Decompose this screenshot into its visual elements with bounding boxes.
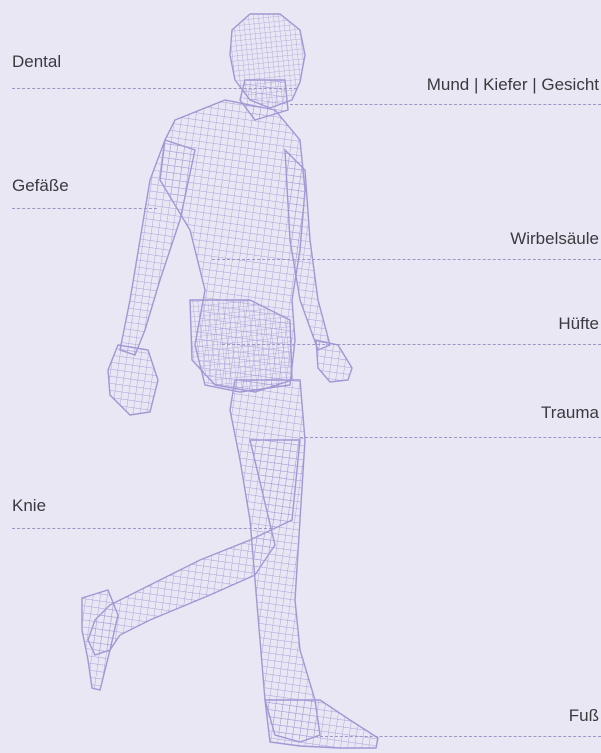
leader-line-gefaesse bbox=[12, 208, 157, 209]
back-foot bbox=[82, 590, 118, 690]
front-hand bbox=[316, 340, 352, 382]
leader-line-fuss bbox=[315, 736, 601, 737]
label-huefte: Hüfte bbox=[558, 314, 599, 334]
leader-line-trauma bbox=[300, 437, 601, 438]
back-arm bbox=[120, 140, 195, 355]
label-fuss: Fuß bbox=[569, 706, 599, 726]
label-knie: Knie bbox=[12, 496, 46, 516]
leader-line-wirbelsaeule bbox=[212, 259, 601, 260]
front-foot bbox=[265, 700, 378, 748]
label-gefaesse: Gefäße bbox=[12, 176, 69, 196]
label-dental: Dental bbox=[12, 52, 61, 72]
leader-line-huefte bbox=[222, 344, 601, 345]
leader-line-dental bbox=[12, 88, 297, 89]
label-mund-kiefer-gesicht: Mund | Kiefer | Gesicht bbox=[427, 75, 599, 95]
label-wirbelsaeule: Wirbelsäule bbox=[510, 229, 599, 249]
leader-line-mund bbox=[290, 104, 601, 105]
back-hand bbox=[108, 345, 158, 415]
label-trauma: Trauma bbox=[541, 403, 599, 423]
leader-line-knie bbox=[12, 528, 272, 529]
